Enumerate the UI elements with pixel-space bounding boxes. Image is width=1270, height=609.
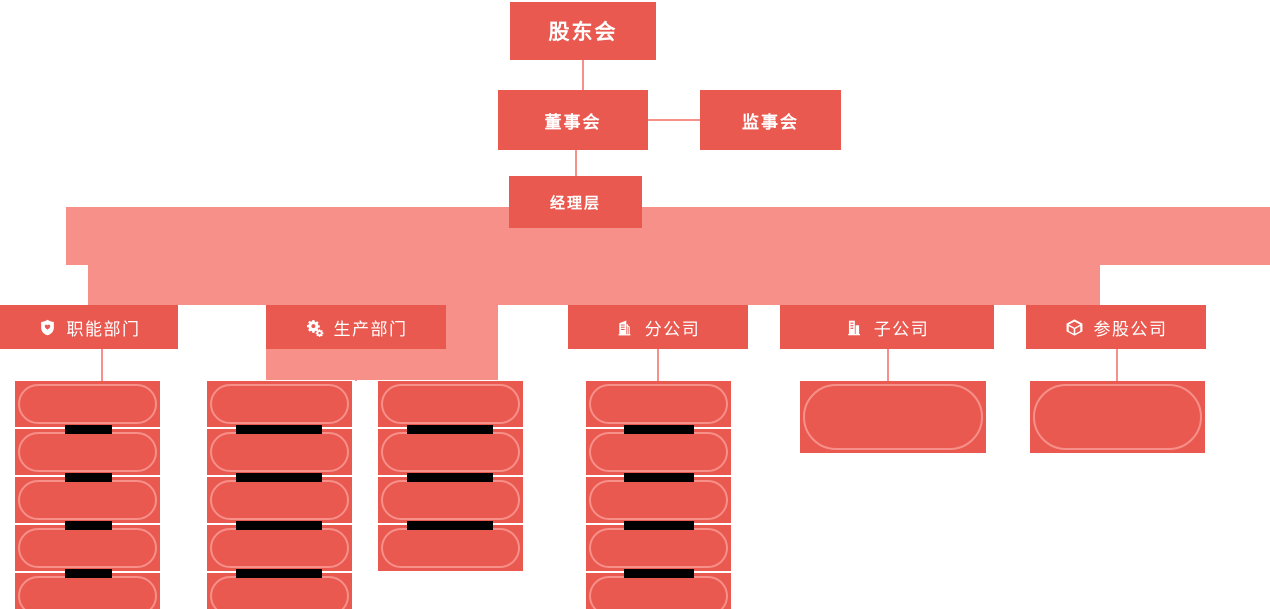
- dept-production-col1-redacted-label: [407, 473, 493, 482]
- dept-production-col1-item[interactable]: [378, 477, 523, 523]
- gears-icon: [305, 318, 324, 337]
- building-doc-icon: [616, 318, 635, 337]
- dept-production-col0-redacted-label: [236, 569, 322, 578]
- exec-box-supervisors[interactable]: 监事会: [700, 90, 841, 150]
- dept-branch-redacted-label: [624, 521, 694, 530]
- dept-production-col0-item[interactable]: [207, 573, 352, 609]
- dept-production-col1-redacted-label: [407, 521, 493, 530]
- dept-header-label: 子公司: [873, 319, 930, 339]
- bus-left-drop: [88, 265, 480, 305]
- shareholders-to-board: [582, 60, 584, 90]
- dept-branch-item[interactable]: [586, 429, 731, 475]
- dept-functional-item[interactable]: [15, 573, 160, 609]
- dept-stem-affiliate: [1116, 349, 1118, 381]
- dept-stem-subsidiary: [887, 349, 889, 381]
- dept-header-label: 分公司: [644, 319, 701, 339]
- dept-functional-redacted-label: [65, 569, 112, 578]
- dept-production-col0-redacted-label: [236, 521, 322, 530]
- exec-box-label: 董事会: [544, 112, 602, 132]
- dept-functional-item[interactable]: [15, 429, 160, 475]
- bus-main-bar: [66, 207, 1270, 265]
- dept-branch-item[interactable]: [586, 381, 731, 427]
- dept-functional-redacted-label: [65, 425, 112, 434]
- bus-center-drop: [480, 265, 752, 305]
- dept-production-col0-item[interactable]: [207, 429, 352, 475]
- dept-header-affiliate[interactable]: 参股公司: [1026, 305, 1206, 349]
- dept-header-branch[interactable]: 分公司: [568, 305, 748, 349]
- cube-icon: [1065, 318, 1084, 337]
- exec-box-label: 经理层: [549, 194, 601, 212]
- dept-subsidiary-item[interactable]: [800, 381, 986, 453]
- dept-branch-item[interactable]: [586, 525, 731, 571]
- exec-box-board[interactable]: 董事会: [498, 90, 648, 150]
- bus-right-drop: [752, 265, 1100, 305]
- dept-functional-item[interactable]: [15, 381, 160, 427]
- dept-production-col1-item[interactable]: [378, 429, 523, 475]
- dept-branch-item[interactable]: [586, 573, 731, 609]
- dept-header-label: 职能部门: [66, 319, 141, 339]
- dept-affiliate-item[interactable]: [1030, 381, 1205, 453]
- office-building-icon: [845, 318, 864, 337]
- dept-production-col0-item[interactable]: [207, 525, 352, 571]
- shield-heart-icon: [38, 318, 57, 337]
- dept-functional-redacted-label: [65, 473, 112, 482]
- dept-header-label: 参股公司: [1093, 319, 1168, 339]
- dept-production-col0-redacted-label: [236, 425, 322, 434]
- dept-stem-functional: [101, 349, 103, 381]
- dept-production-col0-redacted-label: [236, 473, 322, 482]
- board-to-supervisors: [648, 119, 700, 121]
- dept-stem-branch: [657, 349, 659, 381]
- dept-functional-redacted-label: [65, 521, 112, 530]
- dept-production-col1-redacted-label: [407, 425, 493, 434]
- board-to-management: [575, 150, 577, 176]
- dept-header-subsidiary[interactable]: 子公司: [780, 305, 994, 349]
- dept-header-production[interactable]: 生产部门: [266, 305, 446, 349]
- dept-branch-redacted-label: [624, 569, 694, 578]
- dept-production-col1-item[interactable]: [378, 381, 523, 427]
- dept-production-col0-item[interactable]: [207, 477, 352, 523]
- dept-header-functional[interactable]: 职能部门: [0, 305, 178, 349]
- exec-box-label: 股东会: [548, 21, 618, 44]
- dept-production-col0-item[interactable]: [207, 381, 352, 427]
- dept-branch-redacted-label: [624, 425, 694, 434]
- dept-functional-item[interactable]: [15, 525, 160, 571]
- dept-functional-item[interactable]: [15, 477, 160, 523]
- exec-box-management[interactable]: 经理层: [509, 176, 642, 228]
- dept-production-col1-item[interactable]: [378, 525, 523, 571]
- exec-box-shareholders[interactable]: 股东会: [510, 2, 656, 60]
- dept-branch-redacted-label: [624, 473, 694, 482]
- exec-box-label: 监事会: [742, 112, 799, 132]
- dept-branch-item[interactable]: [586, 477, 731, 523]
- dept-header-label: 生产部门: [333, 319, 408, 339]
